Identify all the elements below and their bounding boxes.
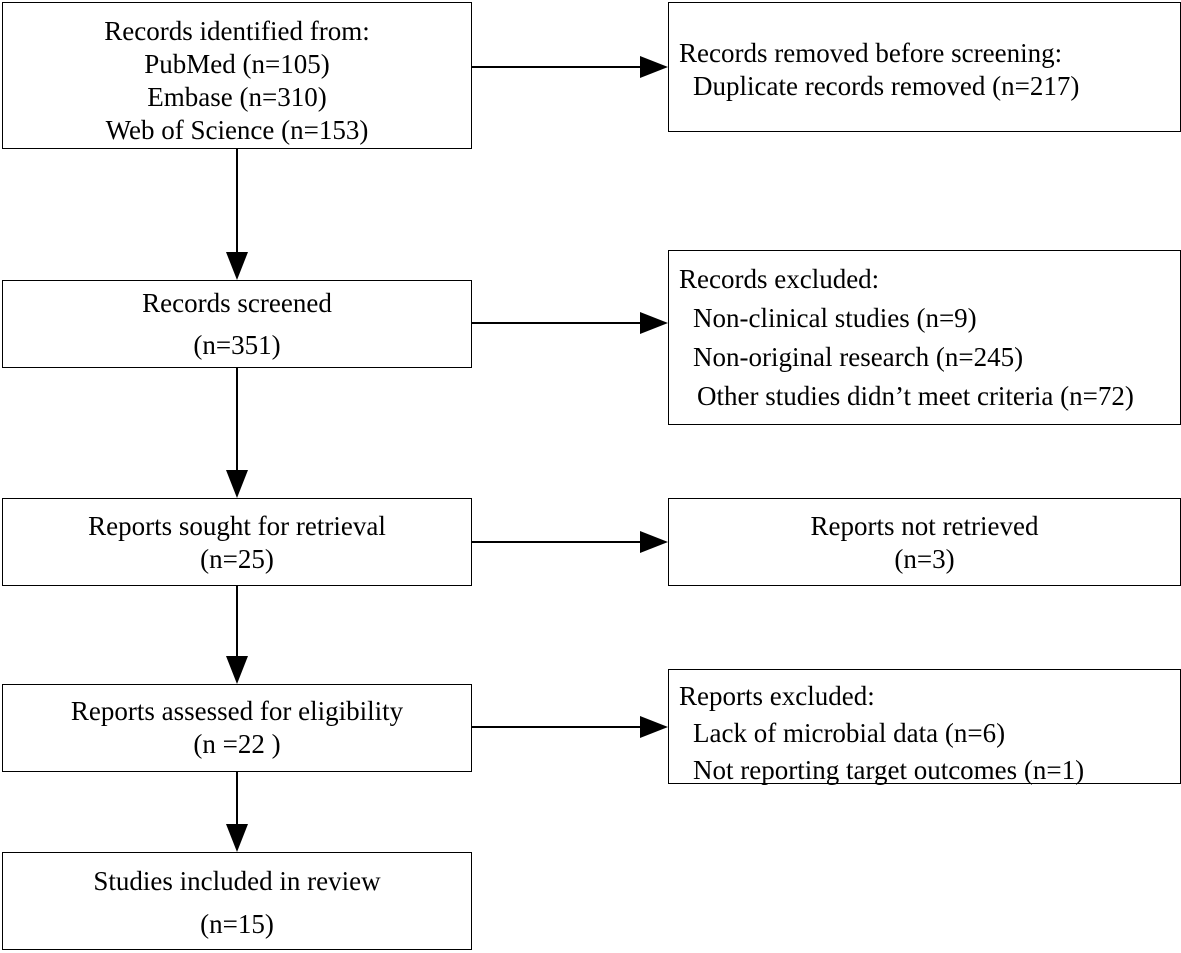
horizontal-arrow-assessed-to-reports-excluded: [472, 716, 668, 738]
reports-not-retrieved-label: Reports not retrieved: [810, 511, 1039, 541]
web-of-science-count: Web of Science (n=153): [105, 114, 369, 145]
studies-included-box: Studies included in review (n=15): [2, 852, 472, 950]
horizontal-arrow-screened-to-excluded: [472, 312, 668, 334]
other-studies-count: Other studies didn’t meet criteria (n=72…: [697, 380, 1134, 411]
reports-assessed-count: (n =22 ): [193, 728, 281, 759]
horizontal-arrow-identified-to-removed: [472, 56, 668, 78]
records-screened-label: Records screened: [142, 288, 332, 318]
not-reporting-target-outcomes-count: Not reporting target outcomes (n=1): [693, 754, 1085, 785]
reports-not-retrieved-count: (n=3): [894, 543, 955, 574]
reports-assessed-label: Reports assessed for eligibility: [70, 696, 404, 726]
vertical-arrow-assessed-to-included: [226, 772, 248, 852]
horizontal-arrow-sought-to-not-retrieved: [472, 531, 668, 553]
pubmed-count: PubMed (n=105): [144, 48, 330, 79]
reports-sought-box: Reports sought for retrieval (n=25): [2, 498, 472, 586]
records-excluded-box: Records excluded: Non-clinical studies (…: [668, 250, 1181, 425]
reports-excluded-heading: Reports excluded:: [679, 681, 875, 711]
reports-excluded-box: Reports excluded: Lack of microbial data…: [668, 669, 1181, 785]
studies-included-count: (n=15): [200, 908, 274, 939]
records-identified-box: Records identified from: PubMed (n=105) …: [2, 2, 472, 149]
records-screened-count: (n=351): [193, 329, 281, 360]
vertical-arrow-identified-to-screened: [226, 149, 248, 280]
reports-not-retrieved-box: Reports not retrieved (n=3): [668, 498, 1181, 586]
vertical-arrow-screened-to-sought: [226, 368, 248, 498]
duplicate-records-count: Duplicate records removed (n=217): [693, 70, 1080, 101]
lack-of-microbial-data-count: Lack of microbial data (n=6): [693, 717, 1006, 748]
studies-included-label: Studies included in review: [93, 866, 381, 896]
reports-sought-count: (n=25): [200, 543, 274, 574]
reports-assessed-box: Reports assessed for eligibility (n =22 …: [2, 684, 472, 772]
records-removed-heading: Records removed before screening:: [679, 38, 1063, 68]
reports-sought-label: Reports sought for retrieval: [88, 511, 386, 541]
records-identified-heading: Records identified from:: [104, 16, 370, 46]
embase-count: Embase (n=310): [147, 81, 327, 112]
vertical-arrow-sought-to-assessed: [226, 586, 248, 684]
non-clinical-studies-count: Non-clinical studies (n=9): [693, 302, 977, 333]
records-screened-box: Records screened (n=351): [2, 280, 472, 368]
non-original-research-count: Non-original research (n=245): [693, 341, 1024, 372]
records-excluded-heading: Records excluded:: [679, 264, 880, 294]
records-removed-box: Records removed before screening: Duplic…: [668, 2, 1181, 132]
